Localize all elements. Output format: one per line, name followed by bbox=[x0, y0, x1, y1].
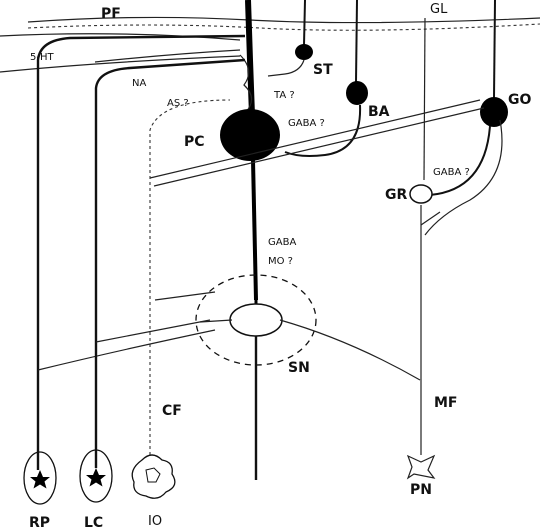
label-sn: SN bbox=[288, 360, 310, 376]
label-ta: TA ? bbox=[273, 90, 295, 101]
label-ba: BA bbox=[368, 104, 390, 120]
label-pn: PN bbox=[410, 482, 432, 498]
label-rp: RP bbox=[29, 515, 50, 531]
label-gaba-go: GABA ? bbox=[433, 167, 470, 178]
pn-nucleus bbox=[408, 456, 434, 478]
io-nucleus bbox=[132, 455, 175, 498]
climbing-fiber bbox=[150, 100, 230, 455]
label-go: GO bbox=[508, 92, 531, 108]
label-io: IO bbox=[148, 514, 162, 529]
label-pf: PF bbox=[101, 6, 121, 22]
label-mo: MO ? bbox=[268, 256, 293, 267]
label-na: NA bbox=[132, 78, 146, 89]
label-gaba: GABA bbox=[268, 237, 296, 248]
label-gaba-ba: GABA ? bbox=[288, 118, 325, 129]
basket-cell bbox=[285, 0, 368, 156]
label-pc: PC bbox=[184, 134, 205, 150]
rp-nucleus bbox=[24, 452, 56, 504]
label-gl: GL bbox=[430, 2, 448, 17]
label-gr: GR bbox=[385, 187, 407, 203]
stellate-cell bbox=[268, 0, 313, 76]
label-as: AS ? bbox=[167, 98, 189, 109]
serotonergic-fiber bbox=[38, 36, 245, 470]
label-st: ST bbox=[313, 62, 333, 78]
label-cf: CF bbox=[162, 403, 182, 419]
parallel-fiber-layer bbox=[0, 17, 540, 72]
label-5ht: 5-HT bbox=[30, 52, 54, 63]
golgi-cell bbox=[150, 0, 508, 235]
label-lc: LC bbox=[84, 515, 103, 531]
granule-cell bbox=[410, 18, 440, 455]
label-mf: MF bbox=[434, 395, 458, 411]
